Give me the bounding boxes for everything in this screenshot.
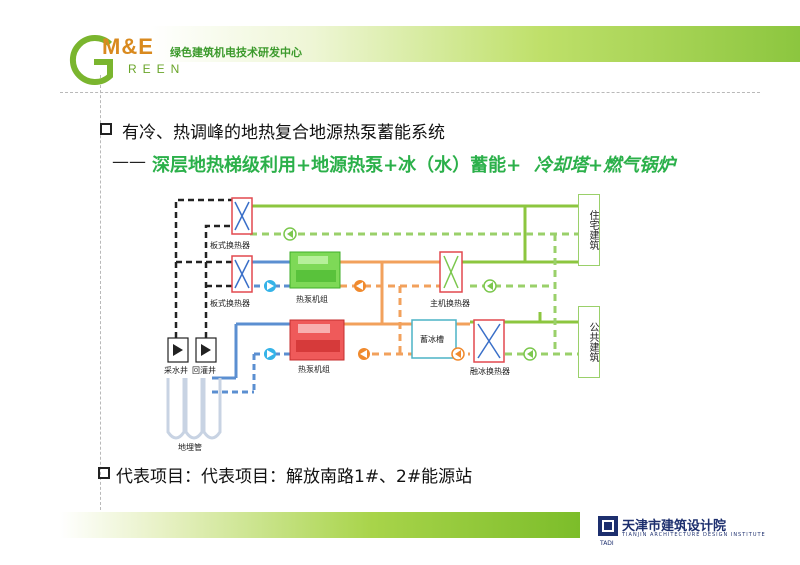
label-ground-pipe: 地埋管 (178, 443, 202, 452)
building-residential: 住宅建筑 (578, 194, 600, 266)
logo-text: M&E (102, 34, 154, 59)
bullet-title: 有冷、热调峰的地热复合地源热泵蓄能系统 (122, 123, 445, 143)
plate-hx-2-icon (231, 255, 253, 293)
subtitle-italic: 冷却塔+燃气锅炉 (534, 155, 676, 176)
blue-lines (212, 260, 300, 380)
left-divider (100, 75, 101, 515)
header-tagline: 绿色建筑机电技术研发中心 (170, 46, 302, 59)
label-heat-pump-1: 热泵机组 (296, 295, 328, 304)
logo-g-icon (69, 35, 113, 85)
subtitle-green: 深层地热梯级利用+地源热泵+冰（水）蓄能+ (152, 155, 522, 176)
logo-subtext: REEN (128, 62, 186, 76)
well-icons (167, 337, 217, 363)
blue-dashed-lines (212, 284, 290, 394)
label-main-hx: 主机换热器 (430, 299, 470, 308)
footer-band (60, 512, 580, 538)
label-ice-tank: 蓄冰槽 (420, 335, 444, 344)
geothermal-lines (174, 198, 232, 338)
label-well-extract: 采水井 (164, 366, 188, 375)
main-hx-icon (439, 251, 463, 293)
heat-pump-1-icon (289, 251, 341, 289)
plate-hx-1-icon (231, 197, 253, 235)
footer-org-en: TIANJIN ARCHITECTURE DESIGN INSTITUTE (622, 532, 766, 538)
label-plate-hx-1: 板式换热器 (210, 241, 250, 250)
label-melt-hx: 融冰换热器 (470, 367, 510, 376)
melt-hx-icon (473, 319, 505, 363)
label-well-reinject: 回灌井 (192, 366, 216, 375)
building-public: 公共建筑 (578, 306, 600, 378)
footer-org-cn: 天津市建筑设计院 (622, 519, 727, 534)
project-line: 代表项目：代表项目：解放南路1#、2#能源站 (116, 467, 473, 487)
ice-tank-icon (411, 319, 457, 359)
label-heat-pump-2: 热泵机组 (298, 365, 330, 374)
label-plate-hx-2: 板式换热器 (210, 299, 250, 308)
bullet-box-icon (100, 123, 112, 135)
tadi-mark: TADI (600, 540, 614, 547)
tadi-logo-icon (598, 516, 618, 536)
ground-pipe-loops (166, 378, 222, 440)
subtitle-dash: —— (112, 152, 146, 172)
pump-icons (264, 227, 537, 361)
heat-pump-2-icon (289, 319, 345, 361)
header-band (150, 26, 800, 62)
bullet-box-icon (98, 467, 110, 479)
header-divider (60, 92, 760, 93)
